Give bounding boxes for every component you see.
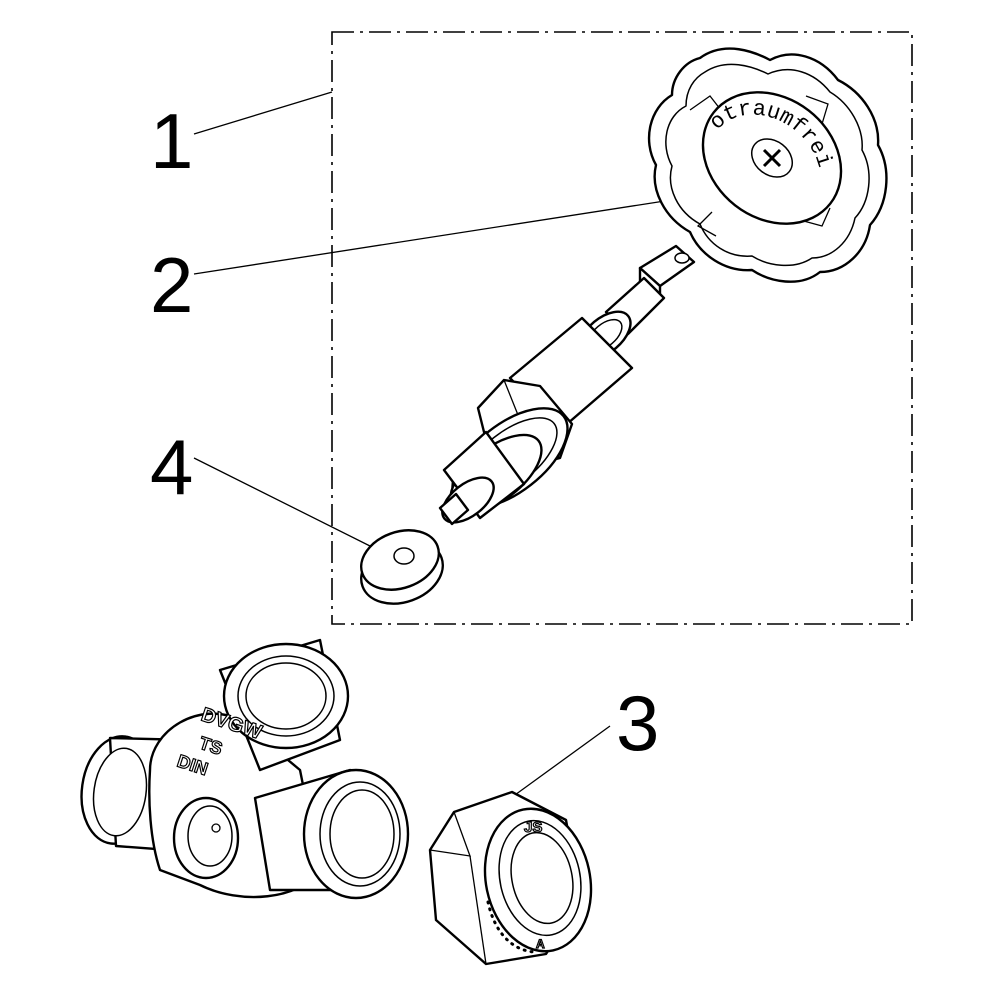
- port-screw: [211, 823, 221, 833]
- handwheel-knob: otraumfrei: [647, 47, 888, 283]
- leader-line-2: [193, 197, 685, 275]
- union-nut: JS A: [428, 790, 593, 966]
- callout-1: 1: [150, 97, 193, 185]
- leader-line-3: [507, 725, 611, 801]
- callout-3: 3: [616, 679, 659, 767]
- valve-body: DVGW TS DIN: [80, 638, 410, 900]
- leader-line-4: [193, 457, 383, 553]
- assembly-group-box: [331, 31, 913, 625]
- nut-marking-a: A: [536, 937, 545, 951]
- callout-2: 2: [150, 241, 193, 329]
- seal-washer: [360, 529, 444, 605]
- leader-line-1: [193, 91, 333, 135]
- callout-4: 4: [150, 423, 193, 511]
- nut-marking-js: JS: [524, 819, 542, 836]
- plus-cross-icon: [762, 148, 782, 168]
- valve-spindle-assembly: [438, 244, 696, 526]
